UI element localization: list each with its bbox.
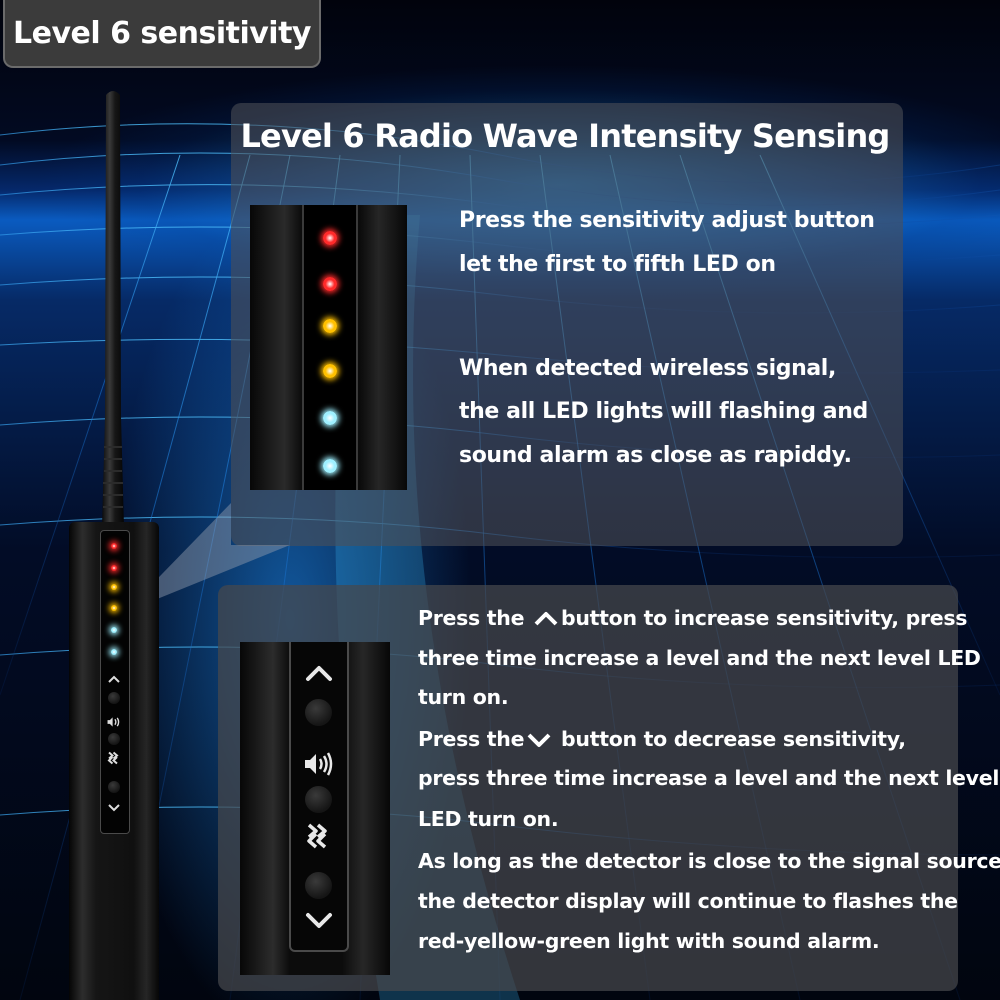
bottom-text-line-5: press three time increase a level and th…: [418, 766, 1000, 790]
antenna: [102, 91, 124, 527]
line1-prefix: Press the: [418, 606, 532, 630]
device-led-3: [111, 584, 117, 590]
line1-suffix: button to increase sensitivity, press: [561, 606, 968, 630]
double-chevron-icon: [307, 823, 327, 849]
chevron-up-icon: [306, 666, 332, 681]
bottom-text-line-2: three time increase a level and the next…: [418, 646, 981, 670]
bottom-text-line-1: Press the button to increase sensitivity…: [418, 606, 968, 630]
bottom-text-line-3: turn on.: [418, 685, 509, 709]
detector-device: [69, 522, 159, 1000]
signal-button[interactable]: [305, 872, 332, 899]
speaker-icon: [305, 752, 333, 776]
top-text-line-4: the all LED lights will flashing and: [459, 399, 868, 424]
led-1: [323, 231, 337, 245]
chevron-down-icon: [108, 804, 120, 812]
chevron-up-icon: [534, 612, 558, 626]
top-text-line-2: let the first to fifth LED on: [459, 252, 776, 277]
chevron-up-icon: [108, 675, 120, 683]
led-3: [323, 319, 337, 333]
bottom-text-line-8: the detector display will continue to fl…: [418, 889, 958, 913]
bottom-text-line-7: As long as the detector is close to the …: [418, 849, 1000, 873]
device-led-1: [111, 543, 117, 549]
double-chevron-icon: [107, 751, 119, 765]
device-led-5: [111, 627, 117, 633]
device-panel: [100, 530, 130, 834]
device-sound-button[interactable]: [108, 733, 120, 745]
device-led-2: [111, 565, 117, 571]
chevron-down-icon: [527, 733, 551, 747]
button-strip-closeup: [240, 642, 390, 975]
bottom-text-line-9: red-yellow-green light with sound alarm.: [418, 929, 880, 953]
top-text-line-1: Press the sensitivity adjust button: [459, 208, 875, 233]
led-window: [302, 205, 358, 490]
device-up-button[interactable]: [108, 692, 120, 704]
panel-title: Level 6 Radio Wave Intensity Sensing: [240, 117, 890, 155]
led-strip-closeup: [250, 205, 407, 490]
sound-button[interactable]: [305, 786, 332, 813]
speaker-icon: [107, 717, 120, 727]
line4-prefix: Press the: [418, 727, 525, 751]
led-4: [323, 364, 337, 378]
bottom-text-line-4: Press the button to decrease sensitivity…: [418, 729, 906, 750]
device-led-6: [111, 649, 117, 655]
led-5: [323, 411, 337, 425]
level-tag: Level 6 sensitivity: [3, 0, 321, 68]
device-led-4: [111, 605, 117, 611]
top-text-line-3: When detected wireless signal,: [459, 356, 836, 381]
chevron-down-icon: [306, 913, 332, 928]
up-button[interactable]: [305, 699, 332, 726]
top-text-line-5: sound alarm as close as rapiddy.: [459, 443, 852, 468]
button-window: [289, 642, 349, 952]
device-signal-button[interactable]: [108, 781, 120, 793]
led-2: [323, 277, 337, 291]
bottom-text-line-6: LED turn on.: [418, 807, 559, 831]
led-6: [323, 459, 337, 473]
line4-suffix: button to decrease sensitivity,: [554, 727, 906, 751]
